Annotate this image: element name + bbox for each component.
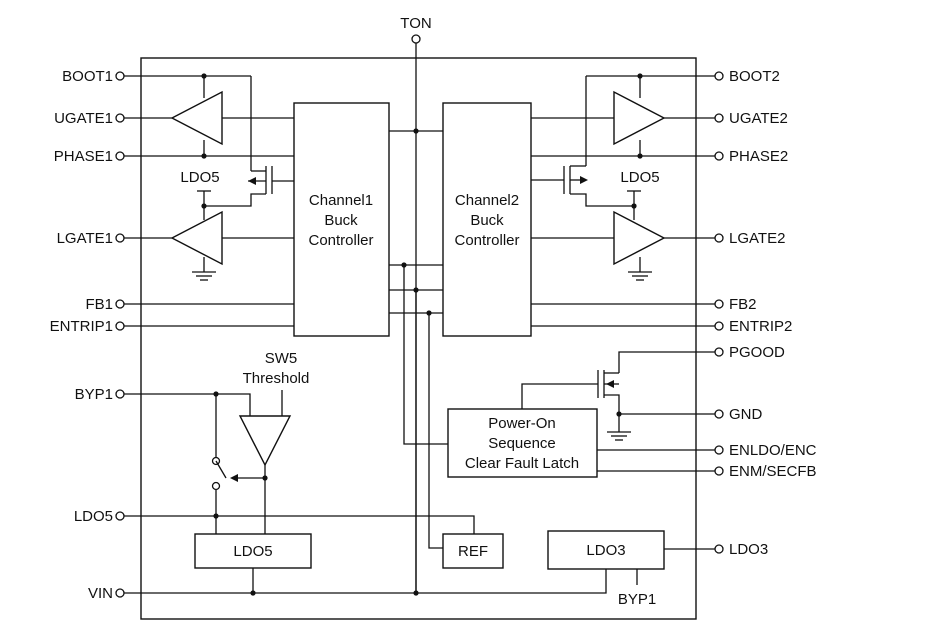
pin-pgood-label: PGOOD (729, 344, 785, 361)
pin-entrip1-label: ENTRIP1 (50, 318, 113, 335)
pin-ugate2-label: UGATE2 (729, 110, 788, 127)
pin-lgate1 (115, 233, 125, 243)
pin-enldo-enc (714, 445, 724, 455)
ch1-line3: Controller (308, 232, 373, 249)
pin-boot1-label: BOOT1 (62, 68, 113, 85)
pin-phase2-label: PHASE2 (729, 148, 788, 165)
pin-boot2-label: BOOT2 (729, 68, 780, 85)
pin-enm-secfb (714, 466, 724, 476)
ref-block-label: REF (458, 543, 488, 560)
pin-fb2 (714, 299, 724, 309)
ldo5-regulator (194, 533, 312, 569)
ldo3-regulator (547, 530, 665, 570)
ref-block (442, 533, 504, 569)
threshold-label: Threshold (243, 370, 310, 387)
pin-enm-label: ENM/SECFB (729, 463, 817, 480)
pin-phase1 (115, 151, 125, 161)
pin-gnd (714, 409, 724, 419)
pin-byp1-label: BYP1 (75, 386, 113, 403)
pin-ugate2 (714, 113, 724, 123)
ldo5-block-label: LDO5 (233, 543, 272, 560)
sw5-label: SW5 (265, 350, 298, 367)
pin-pgood (714, 347, 724, 357)
poweron-line3: Clear Fault Latch (465, 455, 579, 472)
pin-ugate1-label: UGATE1 (54, 110, 113, 127)
pin-byp1 (115, 389, 125, 399)
pin-entrip2-label: ENTRIP2 (729, 318, 792, 335)
ldo3-block-label: LDO3 (586, 542, 625, 559)
pin-ldo3-label: LDO3 (729, 541, 768, 558)
ch2-line2: Buck (470, 212, 504, 229)
chip-boundary (140, 57, 697, 620)
pin-lgate1-label: LGATE1 (57, 230, 113, 247)
pin-enldo-label: ENLDO/ENC (729, 442, 817, 459)
pin-ton-label: TON (400, 15, 431, 32)
poweron-line1: Power-On (488, 415, 556, 432)
pin-ldo5 (115, 511, 125, 521)
pin-entrip2 (714, 321, 724, 331)
pin-fb2-label: FB2 (729, 296, 757, 313)
power-on-sequence-block (447, 408, 598, 478)
pin-lgate2-label: LGATE2 (729, 230, 785, 247)
pin-fb1-label: FB1 (85, 296, 113, 313)
pin-vin (115, 588, 125, 598)
pin-phase2 (714, 151, 724, 161)
pin-ugate1 (115, 113, 125, 123)
ldo5-supply-right: LDO5 (620, 169, 659, 186)
channel1-buck-controller (293, 102, 390, 337)
pin-boot1 (115, 71, 125, 81)
ldo5-supply-left: LDO5 (180, 169, 219, 186)
pin-ldo3 (714, 544, 724, 554)
pin-phase1-label: PHASE1 (54, 148, 113, 165)
pin-fb1 (115, 299, 125, 309)
ch2-line1: Channel2 (455, 192, 519, 209)
ch1-line2: Buck (324, 212, 358, 229)
ch2-line3: Controller (454, 232, 519, 249)
pin-boot2 (714, 71, 724, 81)
pin-ldo5-label: LDO5 (74, 508, 113, 525)
pin-entrip1 (115, 321, 125, 331)
pin-lgate2 (714, 233, 724, 243)
sw5-comparator (238, 415, 292, 467)
channel2-buck-controller (442, 102, 532, 337)
pin-vin-label: VIN (88, 585, 113, 602)
pin-ton (411, 34, 421, 44)
byp1-internal-label: BYP1 (618, 591, 656, 608)
ch1-line1: Channel1 (309, 192, 373, 209)
pin-gnd-label: GND (729, 406, 763, 423)
poweron-line2: Sequence (488, 435, 556, 452)
